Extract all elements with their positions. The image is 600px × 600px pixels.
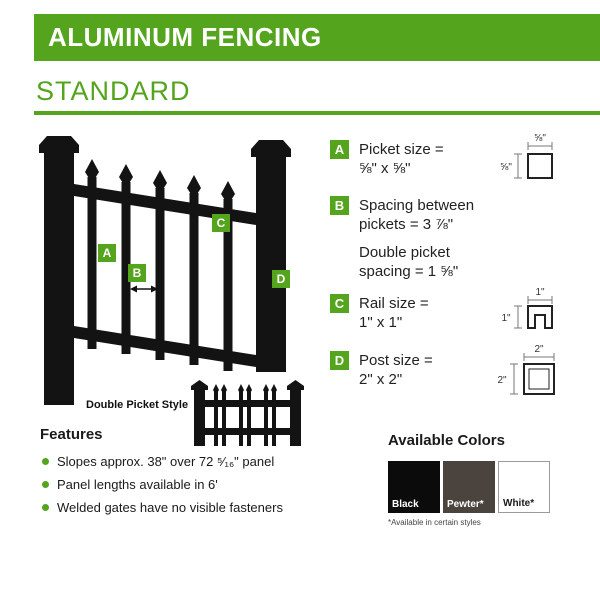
dim-label-side: 1": [501, 313, 511, 324]
spec-c-line2: 1" x 1": [359, 314, 403, 331]
rail-size-diagram: 1" 1": [501, 287, 553, 329]
fence-illustration: [39, 136, 291, 405]
fence-pickets: [85, 159, 235, 371]
feature-text: Welded gates have no visible fasteners: [57, 500, 283, 515]
spec-b-line3: Double picket: [359, 244, 450, 261]
bullet-icon: [42, 504, 49, 511]
swatch-row: Black Pewter* White*: [388, 461, 598, 513]
swatch-label: Pewter*: [447, 499, 484, 510]
color-swatch-pewter: Pewter*: [443, 461, 495, 513]
callout-b: B: [128, 264, 146, 282]
double-picket-illustration: [190, 372, 305, 450]
header-banner: ALUMINUM FENCING: [34, 14, 600, 61]
page-title: ALUMINUM FENCING: [48, 22, 322, 52]
spacing-arrow-icon: [130, 285, 158, 293]
style-subtitle: STANDARD: [36, 76, 191, 106]
double-picket-caption: Double Picket Style: [86, 399, 189, 411]
dim-label-side: ⅝": [500, 162, 512, 173]
spec-d-badge: D: [330, 351, 349, 370]
callout-a: A: [98, 244, 116, 262]
right-post: [251, 140, 291, 372]
spec-a-badge: A: [330, 140, 349, 159]
spec-c-line1: Rail size =: [359, 295, 429, 312]
callout-d: D: [272, 270, 290, 288]
post-size-diagram: 2" 2": [497, 344, 555, 395]
spec-picket-size: A Picket size = ⅝" x ⅝": [330, 140, 444, 178]
spec-picket-spacing: B Spacing between pickets = 3 ⅞" Double …: [330, 196, 474, 281]
callout-c: C: [212, 214, 230, 232]
features-title: Features: [40, 426, 103, 443]
dim-label-top: 2": [534, 344, 544, 355]
color-swatch-black: Black: [388, 461, 440, 513]
spec-d-line1: Post size =: [359, 352, 433, 369]
spec-a-line1: Picket size =: [359, 141, 444, 158]
feature-text: Panel lengths available in 6': [57, 477, 218, 492]
colors-footnote: *Available in certain styles: [388, 518, 481, 527]
left-post: [39, 136, 79, 405]
spec-b-line1: Spacing between: [359, 197, 475, 214]
spec-b-line4: spacing = 1 ⅝": [359, 263, 459, 280]
feature-text: Slopes approx. 38" over 72 ⁵⁄₁₆" panel: [57, 454, 275, 469]
available-colors-section: Available Colors Black Pewter* White* *A…: [388, 432, 598, 527]
swatch-label: White*: [503, 498, 535, 509]
feature-item: Panel lengths available in 6': [40, 477, 370, 492]
bottom-rail: [74, 326, 256, 367]
bullet-icon: [42, 481, 49, 488]
feature-item: Welded gates have no visible fasteners: [40, 500, 370, 515]
spec-rail-size: C Rail size = 1" x 1": [330, 294, 429, 332]
dim-label-side: 2": [497, 375, 507, 386]
spec-c-badge: C: [330, 294, 349, 313]
mini-fence-shapes: [191, 380, 304, 446]
dim-label-top: ⅝": [534, 133, 546, 144]
spec-post-size: D Post size = 2" x 2": [330, 351, 433, 389]
spec-a-line2: ⅝" x ⅝": [359, 160, 411, 177]
bullet-icon: [42, 458, 49, 465]
spec-d-line2: 2" x 2": [359, 371, 403, 388]
picket-size-diagram: ⅝" ⅝": [500, 133, 553, 179]
top-rail: [74, 184, 256, 225]
available-colors-title: Available Colors: [388, 432, 505, 449]
subtitle-divider: [34, 111, 600, 115]
color-swatch-white: White*: [498, 461, 550, 513]
swatch-label: Black: [392, 499, 419, 510]
spec-b-line2: pickets = 3 ⅞": [359, 216, 454, 233]
feature-item: Slopes approx. 38" over 72 ⁵⁄₁₆" panel: [40, 454, 370, 469]
features-section: Features Slopes approx. 38" over 72 ⁵⁄₁₆…: [40, 426, 370, 523]
dim-label-top: 1": [535, 287, 545, 298]
spec-b-badge: B: [330, 196, 349, 215]
